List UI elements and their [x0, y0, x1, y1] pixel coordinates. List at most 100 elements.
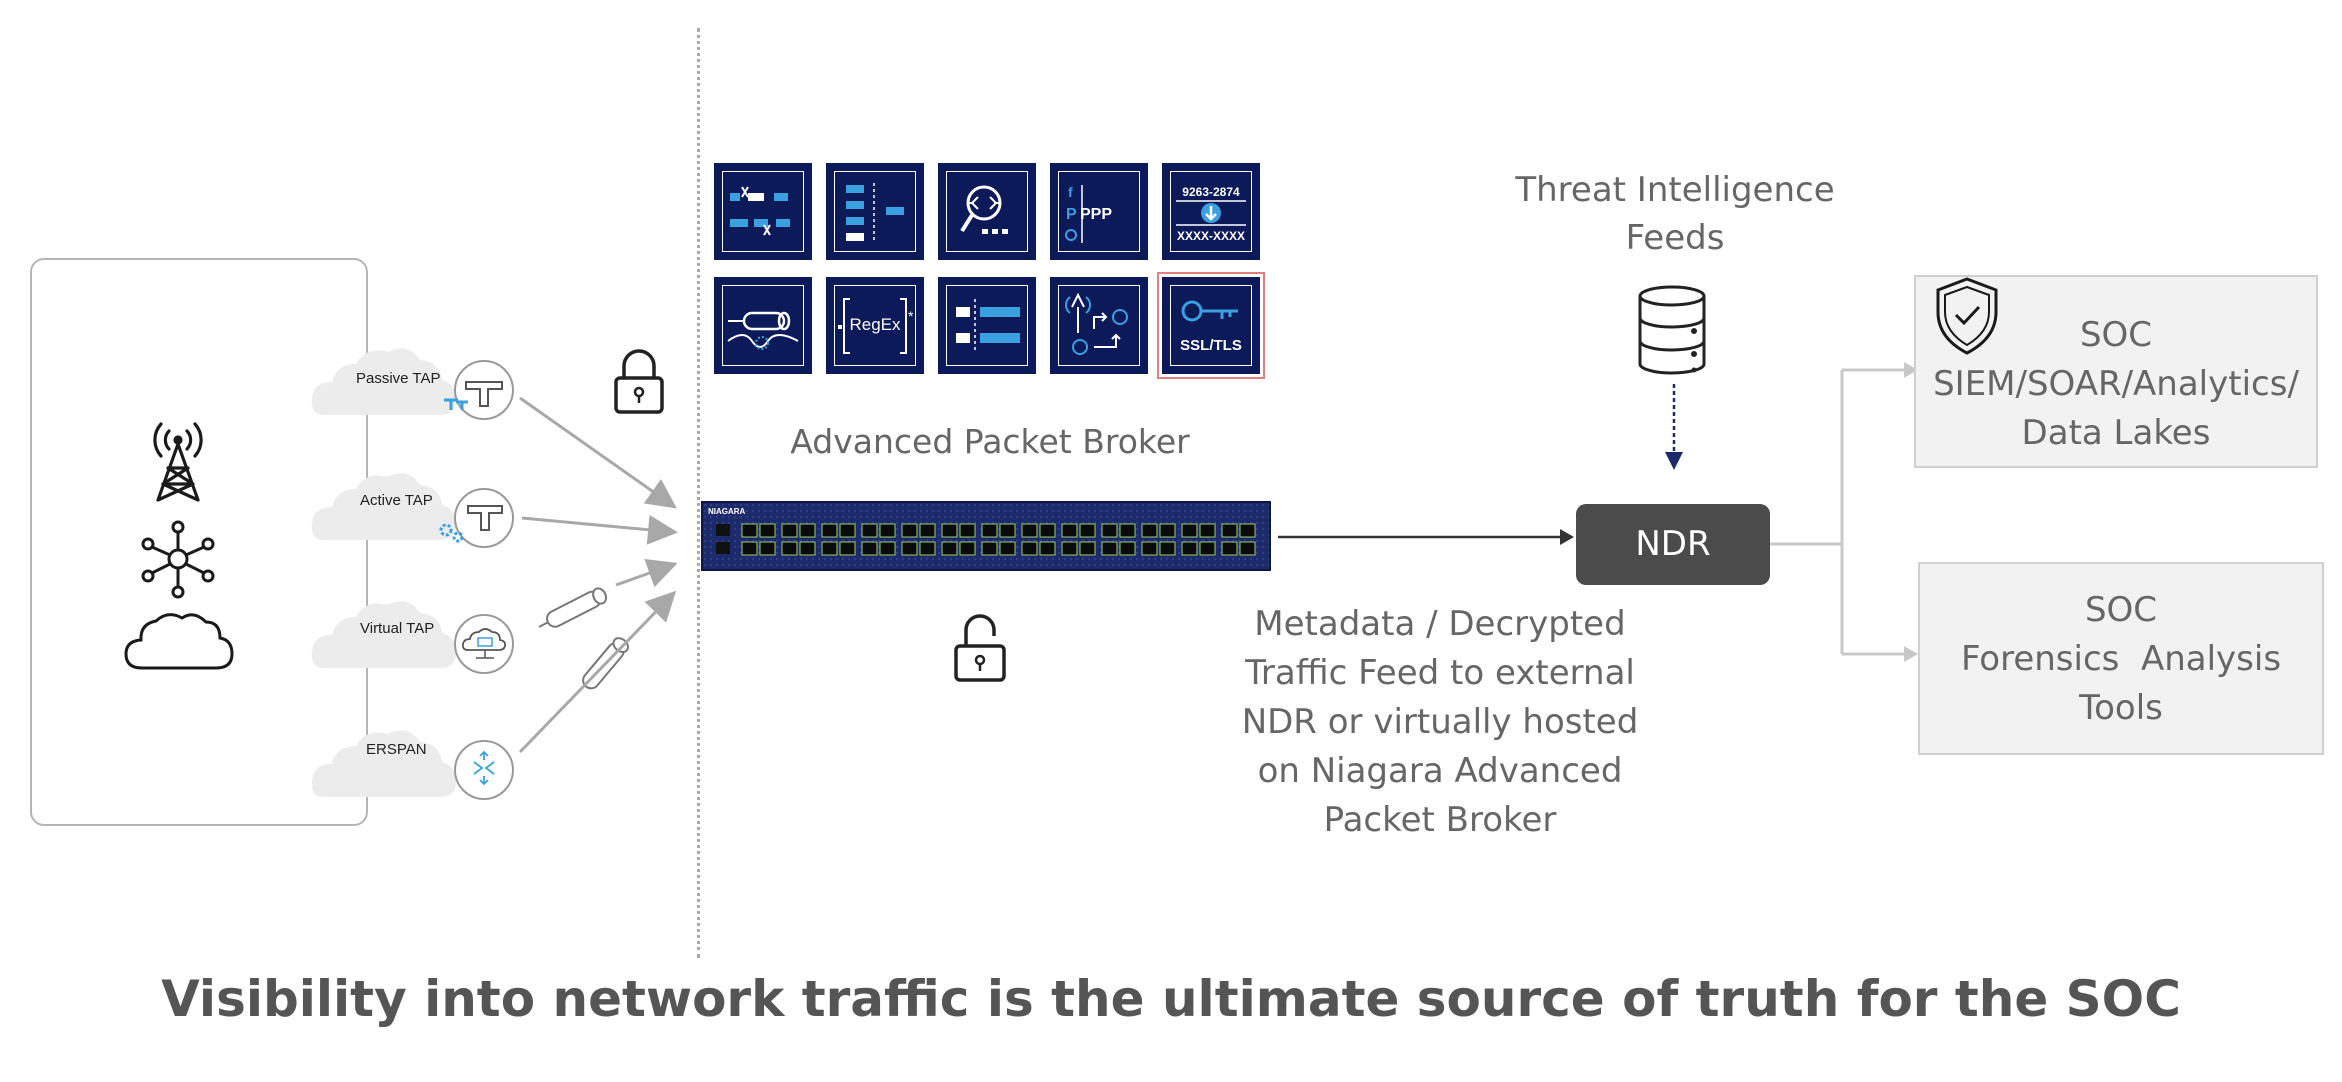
shield-check-icon — [1936, 277, 1998, 355]
deep-packet-inspection-icon — [938, 163, 1036, 260]
device-port — [1101, 541, 1118, 556]
intel-to-ndr-arrow — [1665, 384, 1683, 470]
metadata-note-line3: NDR or virtually hosted — [1241, 702, 1639, 742]
device-port — [759, 523, 776, 538]
device-port — [1199, 541, 1216, 556]
device-brand-label: NIAGARA — [708, 507, 746, 516]
database-icon — [1638, 285, 1706, 375]
load-balancing-icon — [938, 277, 1036, 374]
netflow-icon — [1050, 277, 1148, 374]
device-port — [981, 541, 998, 556]
device-port — [981, 523, 998, 538]
device-port — [1141, 523, 1158, 538]
passive-tap-icon — [444, 360, 514, 420]
masking-value-top: 9263-2874 — [1182, 185, 1240, 199]
device-port — [999, 523, 1016, 538]
svg-text:*: * — [908, 308, 914, 324]
device-port — [1159, 523, 1176, 538]
device-port — [1039, 523, 1056, 538]
broker-title: Advanced Packet Broker — [790, 422, 1190, 461]
masking-value-bottom: XXXX-XXXX — [1176, 229, 1246, 243]
device-port — [941, 523, 958, 538]
tap-label-passive: Passive TAP — [356, 370, 441, 387]
device-port — [799, 523, 816, 538]
device-port — [999, 541, 1016, 556]
metadata-note-line5: Packet Broker — [1323, 800, 1557, 840]
tap-label-active: Active TAP — [360, 492, 433, 509]
device-port — [781, 523, 798, 538]
device-port — [1079, 541, 1096, 556]
regex-label: RegEx — [849, 315, 901, 334]
cell-tower-icon — [153, 422, 203, 502]
device-port — [861, 523, 878, 538]
soc-siem-line2: SIEM/SOAR/Analytics/ — [1933, 364, 2299, 404]
device-port — [741, 523, 758, 538]
device-port — [1021, 541, 1038, 556]
soc-siem-line1: SOC — [2079, 315, 2153, 355]
virtual-tap-icon — [454, 614, 514, 674]
soc-siem-box: SOC SIEM/SOAR/Analytics/ Data Lakes — [1914, 275, 2318, 468]
metadata-note-line4: on Niagara Advanced — [1257, 751, 1623, 791]
cloud-icon — [124, 613, 234, 670]
footer-tagline: Visibility into network traffic is the u… — [161, 970, 2181, 1028]
device-port — [1221, 523, 1238, 538]
svg-text:f: f — [1068, 184, 1073, 200]
device-port — [1181, 541, 1198, 556]
device-port — [1119, 541, 1136, 556]
soc-forensics-line1: SOC — [2084, 590, 2158, 630]
device-port — [1159, 541, 1176, 556]
threat-intel-line1: Threat Intelligence — [1515, 170, 1835, 210]
device-port — [1141, 541, 1158, 556]
device-port — [901, 541, 918, 556]
virtual-cable-icon — [538, 587, 608, 628]
ssl-tls-icon: SSL/TLS — [1157, 272, 1265, 379]
aggregation-icon — [826, 163, 924, 260]
packet-filtering-icon — [714, 163, 812, 260]
tap-clouds — [311, 348, 456, 797]
locked-padlock-icon — [614, 349, 664, 414]
device-port — [879, 541, 896, 556]
device-port — [959, 541, 976, 556]
tap-label-erspan: ERSPAN — [366, 741, 427, 758]
device-port — [781, 541, 798, 556]
device-port — [861, 541, 878, 556]
application-identification-icon: f P PPP — [1050, 163, 1148, 260]
tap-label-virtual: Virtual TAP — [360, 620, 435, 637]
device-port — [919, 541, 936, 556]
device-port — [1039, 541, 1056, 556]
metadata-note-line2: Traffic Feed to external — [1245, 653, 1635, 693]
device-port — [919, 523, 936, 538]
unlocked-padlock-icon — [954, 614, 1006, 682]
threat-intel-line2: Feeds — [1625, 218, 1725, 258]
svg-text:P: P — [1066, 206, 1077, 223]
device-port — [879, 523, 896, 538]
device-port — [759, 541, 776, 556]
regex-icon: * RegEx — [826, 277, 924, 374]
device-port — [959, 523, 976, 538]
ssl-tls-label: SSL/TLS — [1180, 337, 1242, 354]
soc-forensics-line3: Tools — [2079, 688, 2163, 728]
device-port — [1181, 523, 1198, 538]
device-port — [821, 523, 838, 538]
data-masking-icon: 9263-2874 XXXX-XXXX — [1162, 163, 1260, 260]
network-hub-icon — [141, 520, 215, 599]
soc-forensics-line2: Forensics Analysis — [1960, 639, 2282, 679]
erspan-icon — [454, 740, 514, 800]
metadata-note-line1: Metadata / Decrypted — [1254, 604, 1626, 644]
device-port — [1061, 541, 1078, 556]
device-port — [1021, 523, 1038, 538]
device-port — [1079, 523, 1096, 538]
device-port — [799, 541, 816, 556]
device-port — [821, 541, 838, 556]
ndr-box: NDR — [1576, 504, 1770, 585]
device-port — [901, 523, 918, 538]
device-port — [839, 523, 856, 538]
network-sources-box — [30, 258, 368, 826]
device-port — [1199, 523, 1216, 538]
device-port — [1101, 523, 1118, 538]
device-port — [1221, 541, 1238, 556]
soc-forensics-box: SOC Forensics Analysis Tools — [1918, 562, 2324, 755]
device-port — [839, 541, 856, 556]
soc-siem-line3: Data Lakes — [2021, 413, 2211, 453]
boundary-divider — [697, 28, 700, 958]
